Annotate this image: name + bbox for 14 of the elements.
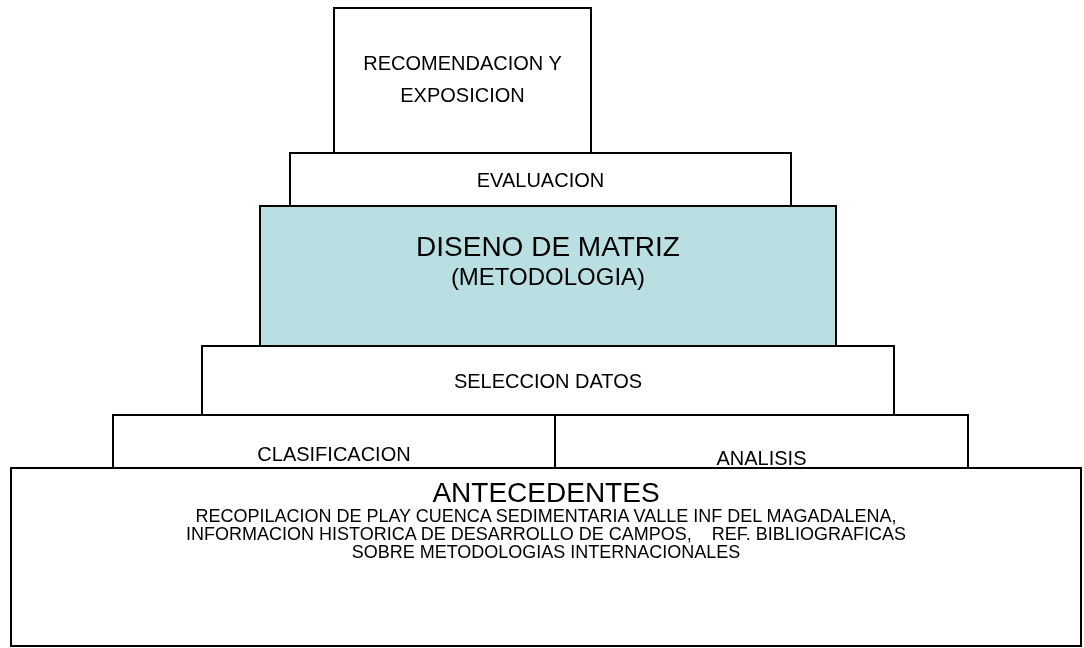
box-title: DISENO DE MATRIZ — [416, 231, 680, 264]
step-box — [259, 205, 837, 347]
box-description: (METODOLOGIA) — [450, 263, 646, 291]
box-title: RECOMENDACION Y EXPOSICION — [362, 51, 563, 108]
box-title: CLASIFICACION — [257, 442, 411, 466]
box-title: SELECCION DATOS — [453, 369, 643, 393]
box-title: EVALUACION — [476, 168, 605, 192]
box-description: RECOPILACION DE PLAY CUENCA SEDIMENTARIA VALLE INF DEL MAGADALENA, INFORMACION HISTORICA DE DESARROLLO DE CAMPOS, REF. BIBLIOGRAFICAS SOBRE METODOLOGIAS INTERNACIONALES — [185, 507, 907, 561]
box-title: ANALISIS — [716, 446, 807, 470]
base-box — [10, 467, 1082, 647]
box-title: ANTECEDENTES — [432, 479, 660, 507]
step-box — [201, 345, 895, 416]
step-box — [289, 152, 792, 207]
step-box — [333, 7, 592, 154]
